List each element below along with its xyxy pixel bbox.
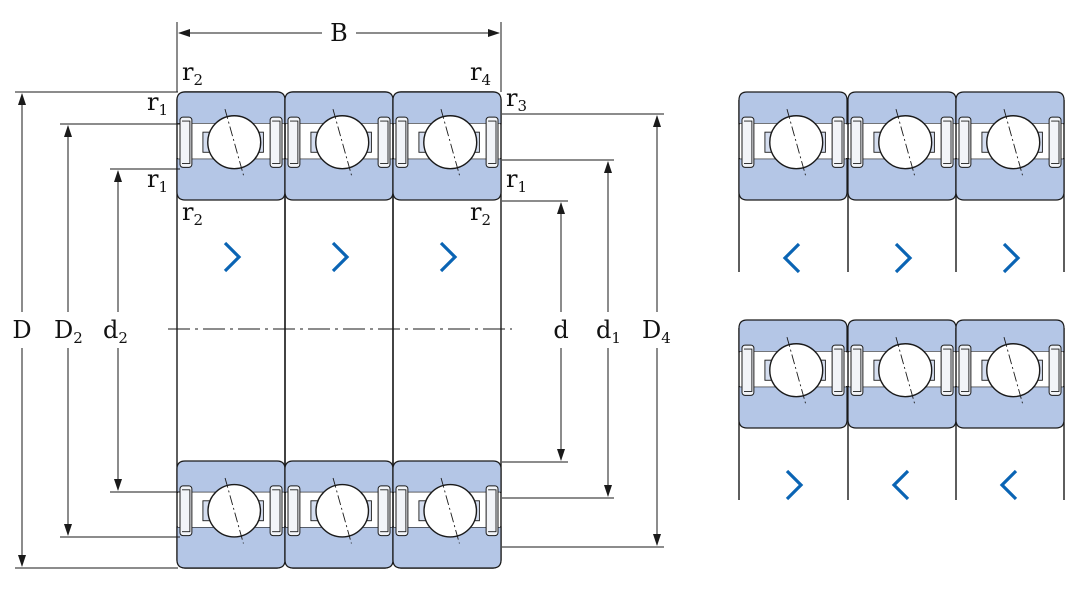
label-r1-top-left: r1 xyxy=(147,88,168,119)
label-d: d xyxy=(553,316,568,344)
ball-icon xyxy=(315,115,370,170)
seal xyxy=(831,116,845,168)
outer-ring xyxy=(955,319,1065,353)
seal xyxy=(831,344,845,396)
inner-ring xyxy=(392,526,502,569)
outer-ring xyxy=(738,319,848,353)
seal xyxy=(850,116,864,168)
lower-bearing-3-section xyxy=(955,319,1065,429)
upper-bearing-3-section xyxy=(955,91,1065,201)
seal xyxy=(377,485,391,537)
label-d1: d1 xyxy=(596,316,621,347)
seal xyxy=(287,485,301,537)
seal xyxy=(940,344,954,396)
inner-ring xyxy=(738,158,848,201)
label-D4: D4 xyxy=(642,316,671,347)
chevron-right-icon xyxy=(223,241,242,273)
seal xyxy=(1048,344,1062,396)
label-B: B xyxy=(330,19,348,47)
dimension-lines xyxy=(15,22,664,569)
seal xyxy=(940,116,954,168)
upper-bearing-1-section xyxy=(738,91,848,201)
ball-icon xyxy=(423,115,478,170)
seal xyxy=(485,116,499,168)
label-D: D xyxy=(12,316,31,344)
ball-icon xyxy=(207,115,262,170)
ball-icon xyxy=(878,343,933,398)
label-r1-mid-left: r1 xyxy=(147,165,168,196)
seal xyxy=(179,116,193,168)
inner-ring xyxy=(392,158,502,201)
seal xyxy=(1048,116,1062,168)
seal xyxy=(485,485,499,537)
ball-icon xyxy=(769,343,824,398)
ball-icon xyxy=(423,483,478,538)
chevron-right-icon xyxy=(894,242,913,274)
chevron-left-icon xyxy=(891,469,910,501)
outer-ring xyxy=(955,91,1065,125)
ball-icon xyxy=(878,115,933,170)
seal xyxy=(850,344,864,396)
label-r2-top-left: r2 xyxy=(182,58,203,89)
outer-ring xyxy=(738,91,848,125)
label-r1-mid-right: r1 xyxy=(506,165,527,196)
label-r2-lower-right: r2 xyxy=(470,198,491,229)
bearing-2-lower-section xyxy=(284,460,394,569)
lower-bearing-2-section xyxy=(847,319,957,429)
outer-ring xyxy=(392,460,502,494)
seal xyxy=(741,116,755,168)
chevron-right-icon xyxy=(1002,242,1021,274)
seal xyxy=(395,116,409,168)
label-D2: D2 xyxy=(54,316,83,347)
chevron-right-icon xyxy=(439,241,458,273)
ball-icon xyxy=(207,483,262,538)
main-bearing-set xyxy=(176,91,502,569)
bearing-3-upper-section xyxy=(392,91,502,201)
inner-ring xyxy=(955,158,1065,201)
upper-bearing-2-section xyxy=(847,91,957,201)
seal xyxy=(269,116,283,168)
label-r3: r3 xyxy=(506,84,527,115)
ball-icon xyxy=(986,343,1041,398)
chevron-right-icon xyxy=(785,469,804,501)
seal xyxy=(958,344,972,396)
inner-ring xyxy=(738,386,848,429)
ball-icon xyxy=(986,115,1041,170)
bearing-3-lower-section xyxy=(392,460,502,569)
lower-right-arrangement xyxy=(738,319,1065,501)
outer-ring xyxy=(392,91,502,125)
ball-icon xyxy=(769,115,824,170)
chevron-right-icon xyxy=(331,241,350,273)
seal xyxy=(287,116,301,168)
seal xyxy=(395,485,409,537)
upper-right-arrangement xyxy=(738,91,1065,274)
bearing-1-lower-section xyxy=(176,460,286,569)
bearing-2-upper-section xyxy=(284,91,394,201)
chevron-left-icon xyxy=(782,242,801,274)
seal xyxy=(741,344,755,396)
chevron-left-icon xyxy=(999,469,1018,501)
ball-icon xyxy=(315,483,370,538)
label-r4: r4 xyxy=(470,58,491,89)
seal xyxy=(958,116,972,168)
bearing-1-upper-section xyxy=(176,91,286,201)
dimension-labels: B r2 r4 r1 r3 r1 r1 r2 r2 D D2 d2 d d1 D… xyxy=(12,19,670,347)
seal xyxy=(269,485,283,537)
inner-ring xyxy=(955,386,1065,429)
lower-bearing-1-section xyxy=(738,319,848,429)
seal xyxy=(377,116,391,168)
seal xyxy=(179,485,193,537)
label-r2-lower-left: r2 xyxy=(182,198,203,229)
label-d2: d2 xyxy=(103,316,128,347)
